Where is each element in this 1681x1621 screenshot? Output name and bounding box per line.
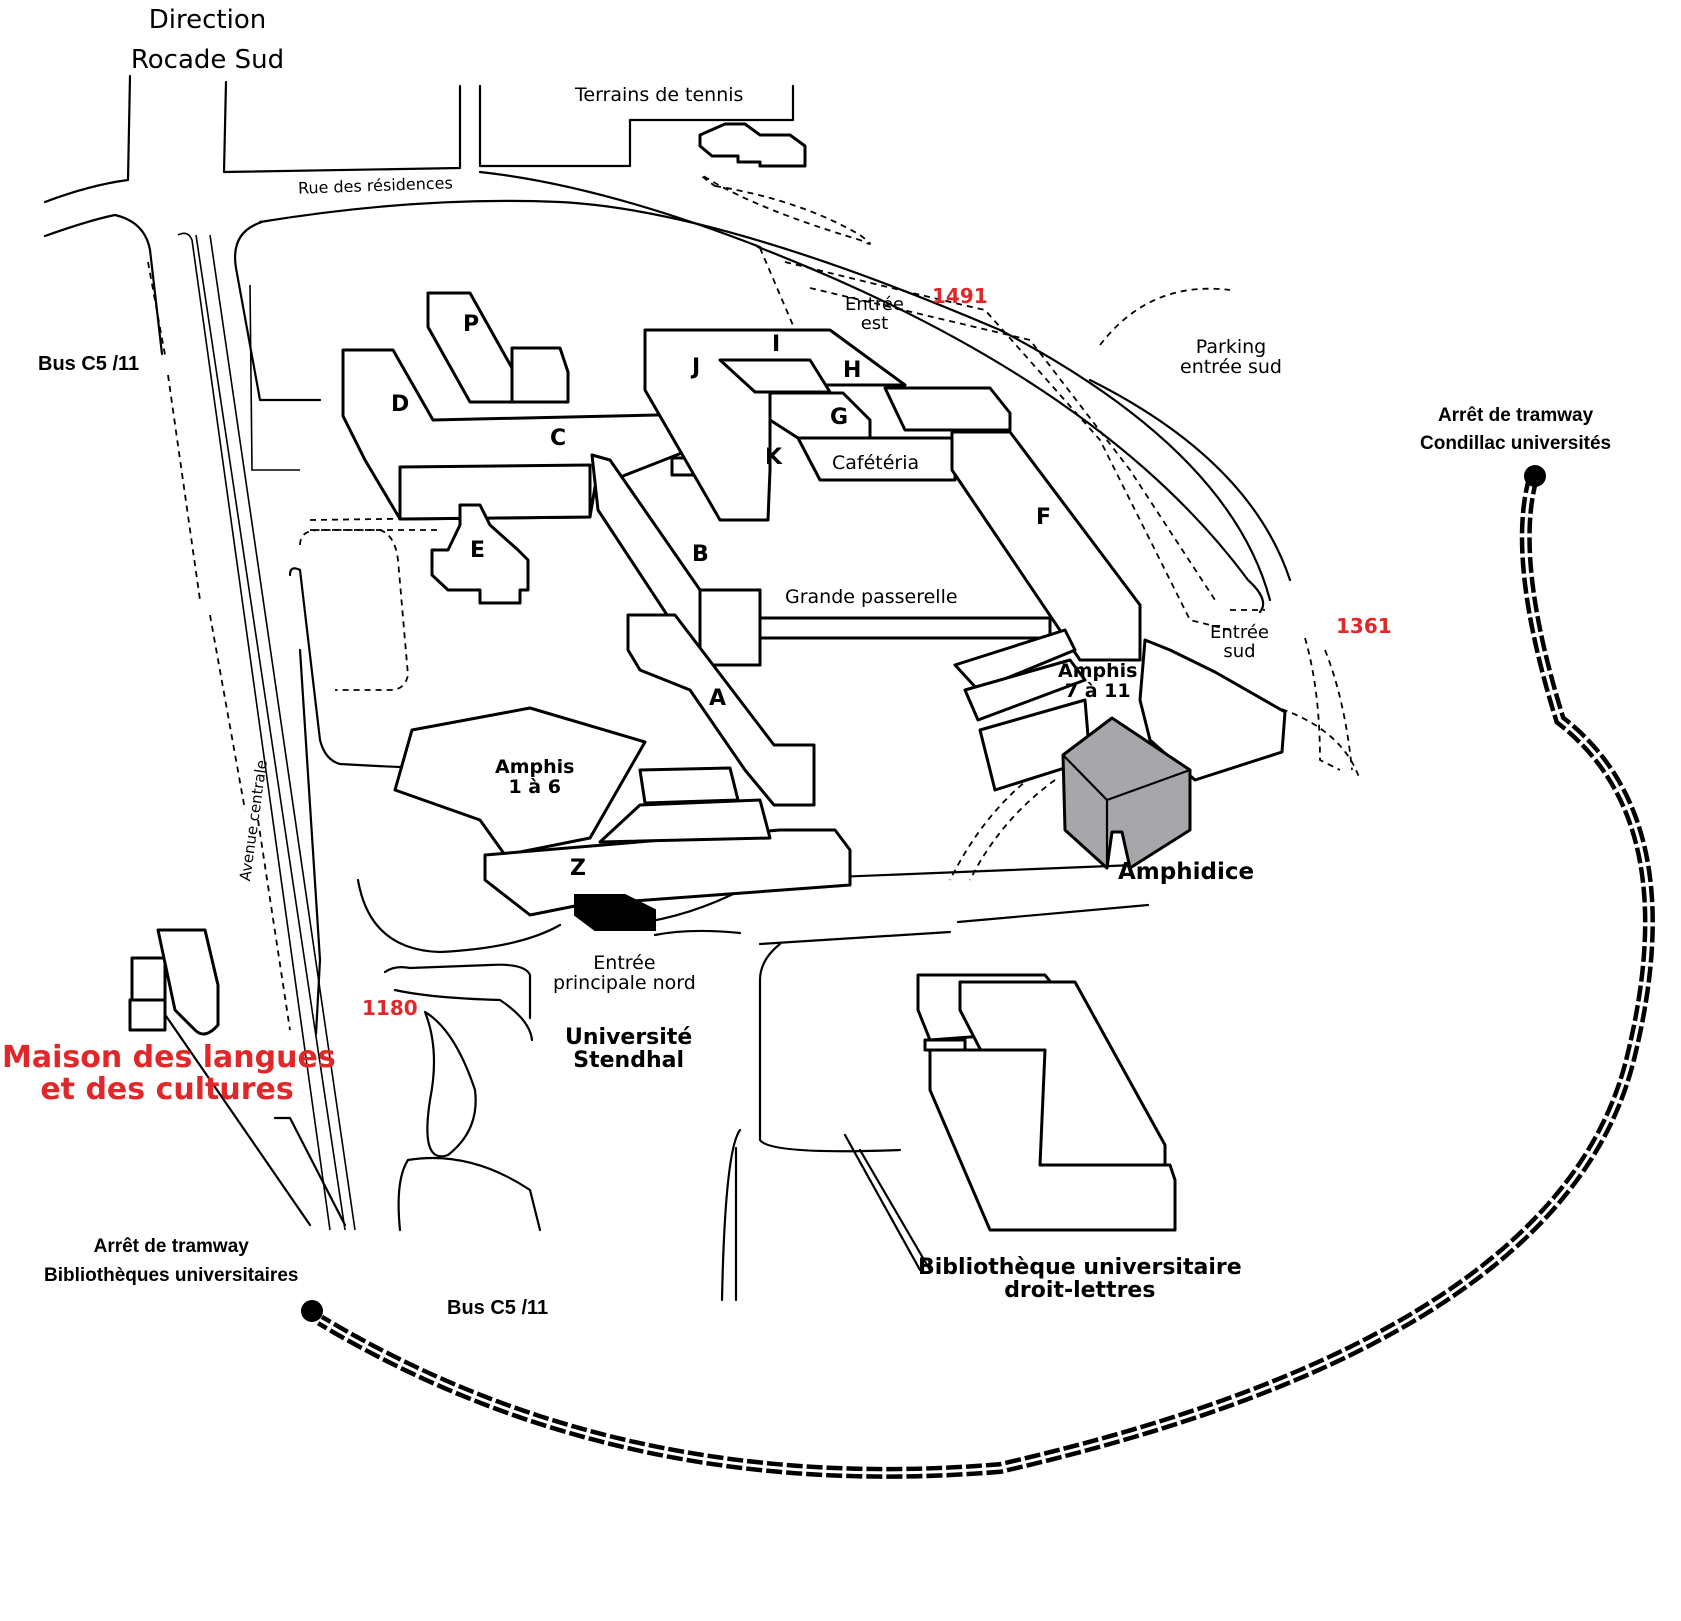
building-a bbox=[626, 613, 816, 807]
letter-i: I bbox=[772, 332, 781, 357]
tram-condillac-line-2: Condillac universités bbox=[1420, 433, 1612, 454]
entrance-code-sud: 1361 bbox=[1336, 614, 1392, 638]
tram-bibliotheques-line-2: Bibliothèques universitaires bbox=[44, 1265, 299, 1286]
direction-line-2: Rocade Sud bbox=[130, 45, 285, 75]
entree-nord-line-2: principale nord bbox=[553, 971, 696, 994]
bus-stop-top-label: Bus C5 /11 bbox=[38, 353, 140, 375]
entree-sud-line-2: sud bbox=[1223, 640, 1256, 662]
parking-line-1: Parking bbox=[1195, 336, 1267, 358]
direction-label: Direction Rocade Sud bbox=[120, 0, 295, 80]
tram-condillac-line-1: Arrêt de tramway bbox=[1437, 405, 1594, 426]
entrance-code-est: 1491 bbox=[932, 284, 988, 308]
maison-langues-label: Maison des langues et des cultures bbox=[2, 1040, 336, 1107]
letter-j: J bbox=[692, 355, 701, 380]
bibliotheque-label: Bibliothèque universitaire droit-lettres bbox=[918, 1256, 1242, 1302]
entree-nord-label: Entrée principale nord bbox=[553, 952, 696, 994]
building-amphis-7-11 bbox=[953, 628, 1077, 692]
amphis-7-11-line-2: 7 à 11 bbox=[1064, 679, 1131, 702]
letter-d: D bbox=[391, 392, 410, 417]
letter-a: A bbox=[709, 686, 727, 711]
bibliotheque-line-2: droit-lettres bbox=[1004, 1278, 1156, 1304]
tram-bibliotheques-label: Arrêt de tramway Bibliothèques universit… bbox=[44, 1232, 298, 1290]
letter-b: B bbox=[692, 542, 709, 567]
letter-g: G bbox=[830, 405, 849, 430]
buildings bbox=[128, 122, 1287, 1232]
entree-sud-label: Entrée sud bbox=[1210, 622, 1269, 662]
entree-est-line-2: est bbox=[860, 312, 889, 334]
entrance-code-nord: 1180 bbox=[362, 996, 418, 1020]
entrance-nord-marker bbox=[574, 894, 656, 931]
building-f bbox=[950, 430, 1142, 662]
tram-condillac-label: Arrêt de tramway Condillac universités bbox=[1420, 402, 1611, 458]
maison-langues-line-1: Maison des langues bbox=[2, 1040, 336, 1075]
amphis-1-6-line-2: 1 à 6 bbox=[508, 775, 561, 798]
maison-langues-line-2: et des cultures bbox=[40, 1071, 294, 1107]
letter-k: K bbox=[765, 445, 783, 470]
letter-f: F bbox=[1036, 505, 1052, 530]
entree-est-label: Entrée est bbox=[845, 294, 904, 334]
amphidice-label: Amphidice bbox=[1118, 859, 1255, 885]
amphis-7-11-label: Amphis 7 à 11 bbox=[1058, 660, 1138, 702]
letter-p: P bbox=[463, 312, 480, 337]
building-e bbox=[430, 503, 530, 605]
building-p bbox=[426, 291, 514, 404]
grande-passerelle-label: Grande passerelle bbox=[785, 586, 958, 608]
entree-nord-line-1: Entrée bbox=[593, 952, 656, 974]
building-amphis-1-6 bbox=[393, 706, 647, 857]
tennis-label: Terrains de tennis bbox=[575, 84, 744, 106]
building-g bbox=[768, 391, 872, 440]
tram-stop-bibliotheques[interactable] bbox=[301, 1300, 323, 1322]
universite-stendhal-label: Université Stendhal bbox=[565, 1026, 692, 1072]
parking-line-2: entrée sud bbox=[1180, 355, 1282, 378]
entree-est-line-1: Entrée bbox=[845, 294, 904, 315]
universite-line-1: Université bbox=[565, 1025, 693, 1050]
bibliotheque-line-1: Bibliothèque universitaire bbox=[918, 1255, 1242, 1280]
roads bbox=[43, 74, 1361, 1302]
amphis-1-6-label: Amphis 1 à 6 bbox=[495, 756, 575, 798]
letter-c: C bbox=[550, 426, 567, 451]
amphis-1-6-line-1: Amphis bbox=[495, 756, 575, 778]
tram-stop-condillac[interactable] bbox=[1524, 465, 1546, 487]
building-j bbox=[643, 328, 907, 522]
entree-sud-line-1: Entrée bbox=[1210, 622, 1269, 643]
tram-lines bbox=[301, 465, 1655, 1479]
universite-line-2: Stendhal bbox=[573, 1048, 684, 1074]
tram-bibliotheques-line-1: Arrêt de tramway bbox=[93, 1236, 249, 1257]
letter-z: Z bbox=[570, 856, 586, 881]
letter-e: E bbox=[470, 538, 486, 563]
building-z bbox=[483, 828, 852, 917]
cafeteria-label: Cafétéria bbox=[832, 452, 920, 474]
letter-h: H bbox=[843, 358, 862, 383]
amphis-7-11-line-1: Amphis bbox=[1058, 660, 1138, 682]
parking-label: Parking entrée sud bbox=[1180, 336, 1282, 378]
bus-stop-bottom-label: Bus C5 /11 bbox=[447, 1297, 549, 1319]
direction-line-1: Direction bbox=[148, 5, 267, 35]
